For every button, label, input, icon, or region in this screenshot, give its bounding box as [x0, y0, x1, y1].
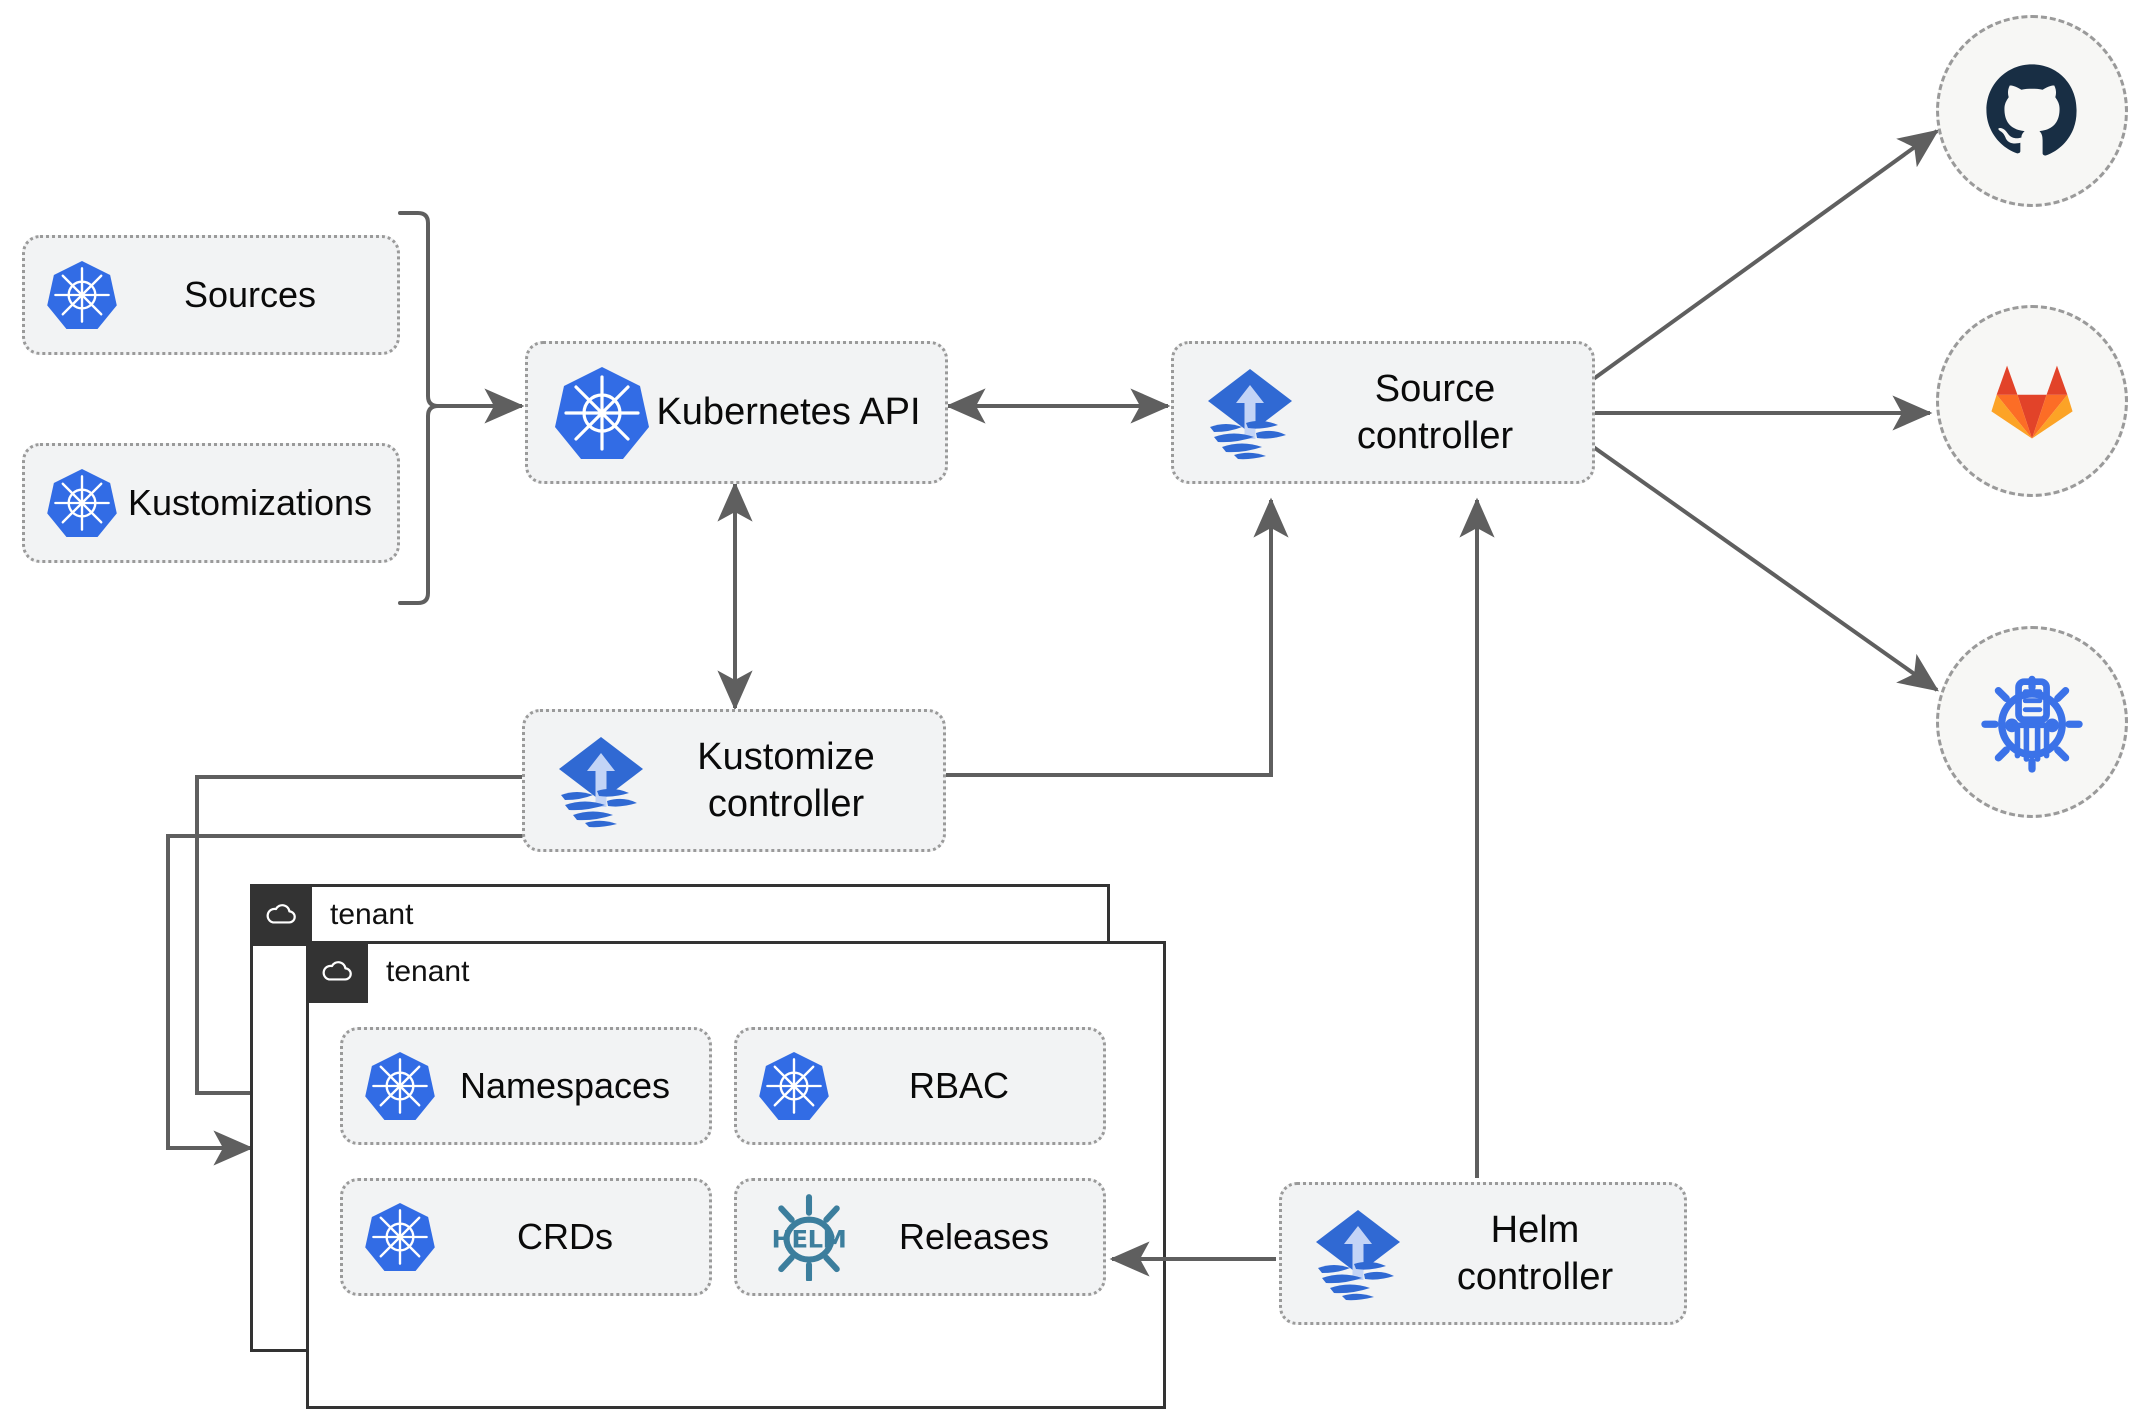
- helm-wordmark: HELM: [772, 1224, 847, 1253]
- kubernetes-icon: [43, 256, 121, 334]
- kubernetes-icon: [361, 1198, 439, 1276]
- node-label-helm-controller: Helm controller: [1456, 1209, 1614, 1298]
- flux-icon: [549, 729, 653, 833]
- tenant-resource-crds[interactable]: CRDs: [340, 1178, 712, 1296]
- resource-box-sources[interactable]: Sources: [22, 235, 400, 355]
- tenant-resource-label-releases: Releases: [898, 1216, 1050, 1258]
- cloud-icon: [250, 884, 312, 946]
- tenant-resource-label-rbac: RBAC: [908, 1065, 1010, 1107]
- cloud-icon: [306, 941, 368, 1003]
- node-kustomize-controller[interactable]: Kustomize controller: [522, 709, 946, 852]
- tenant-resource-releases[interactable]: HELM Releases: [734, 1178, 1106, 1296]
- resource-box-kustomizations[interactable]: Kustomizations: [22, 443, 400, 563]
- edge-source-controller-helm-charts: [1590, 444, 1939, 692]
- tenant-name: tenant: [330, 898, 414, 931]
- node-label-kustomize-controller: Kustomize controller: [697, 736, 875, 825]
- resource-label-sources: Sources: [183, 274, 317, 316]
- helm-icon: HELM: [755, 1194, 863, 1281]
- edge-kustomize-controller-source-controller: [940, 497, 1289, 777]
- resource-label-kustomizations: Kustomizations: [127, 482, 373, 524]
- external-github[interactable]: [1936, 15, 2128, 207]
- github-icon: [1986, 64, 2077, 156]
- tenant-resource-rbac[interactable]: RBAC: [734, 1027, 1106, 1145]
- tenant-name: tenant: [386, 955, 470, 988]
- helm-chart-icon: [1981, 675, 2083, 773]
- external-gitlab[interactable]: [1936, 305, 2128, 497]
- kubernetes-icon: [755, 1047, 833, 1125]
- tenant-resource-label-namespaces: Namespaces: [459, 1065, 671, 1107]
- tenant-resource-namespaces[interactable]: Namespaces: [340, 1027, 712, 1145]
- edge-resources-bracket: [398, 211, 439, 605]
- flux-icon: [1306, 1202, 1410, 1306]
- node-helm-controller[interactable]: Helm controller: [1279, 1182, 1687, 1325]
- kubernetes-icon: [361, 1047, 439, 1125]
- tenant-header: tenant: [250, 884, 413, 946]
- external-helm-charts[interactable]: [1936, 626, 2128, 818]
- node-label-kubernetes-api: Kubernetes API: [656, 391, 921, 434]
- tenant-header: tenant: [306, 941, 469, 1003]
- tenant-container-front[interactable]: tenant: [306, 941, 1166, 1409]
- node-label-source-controller: Source controller: [1356, 368, 1514, 457]
- tenant-resource-label-crds: CRDs: [517, 1216, 613, 1258]
- gitlab-icon: [1991, 365, 2073, 439]
- kubernetes-icon: [550, 361, 654, 465]
- edge-source-controller-github: [1590, 129, 1939, 382]
- kubernetes-icon: [43, 464, 121, 542]
- node-source-controller[interactable]: Source controller: [1171, 341, 1595, 484]
- flux-icon: [1198, 361, 1302, 465]
- node-kubernetes-api[interactable]: Kubernetes API: [525, 341, 948, 484]
